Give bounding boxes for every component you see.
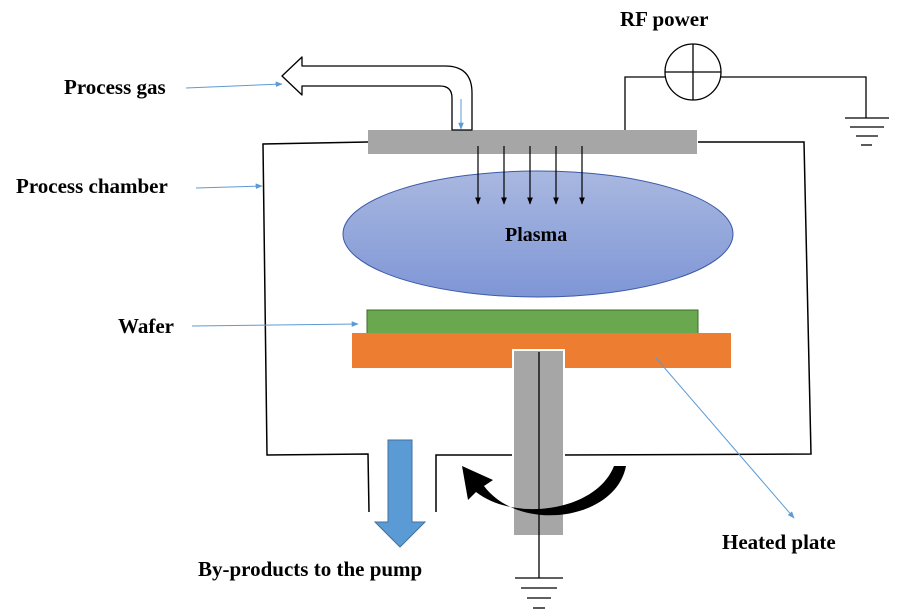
by-products-label: By-products to the pump: [198, 557, 422, 581]
process-chamber-outline: [262, 141, 370, 513]
ground-icon: [845, 117, 889, 146]
rotation-arrow: [462, 466, 626, 516]
heated-plate-pointer: [655, 357, 795, 519]
wafer-pointer: [191, 321, 359, 327]
gas-flow-arrows: [475, 146, 585, 205]
process-chamber-pointer: [195, 183, 263, 189]
plasma-label: Plasma: [505, 224, 567, 246]
bottom-ground-icon: [515, 577, 563, 609]
heated-plate-label: Heated plate: [722, 530, 836, 554]
showerhead-electrode: [368, 130, 697, 154]
rf-source-icon: [664, 43, 722, 101]
process-chamber-label: Process chamber: [16, 174, 168, 198]
process-gas-pipe-arrow: [281, 56, 473, 131]
plasma-cloud: [342, 170, 734, 298]
rf-power-wire: [624, 76, 867, 130]
wafer-label: Wafer: [118, 314, 174, 338]
process-gas-pointer: [185, 81, 283, 89]
pump-exhaust-arrow: [373, 439, 427, 548]
process-chamber-outline-right: [435, 141, 812, 512]
rf-power-label: RF power: [620, 7, 708, 31]
process-gas-label: Process gas: [64, 75, 166, 99]
wafer: [366, 309, 699, 335]
